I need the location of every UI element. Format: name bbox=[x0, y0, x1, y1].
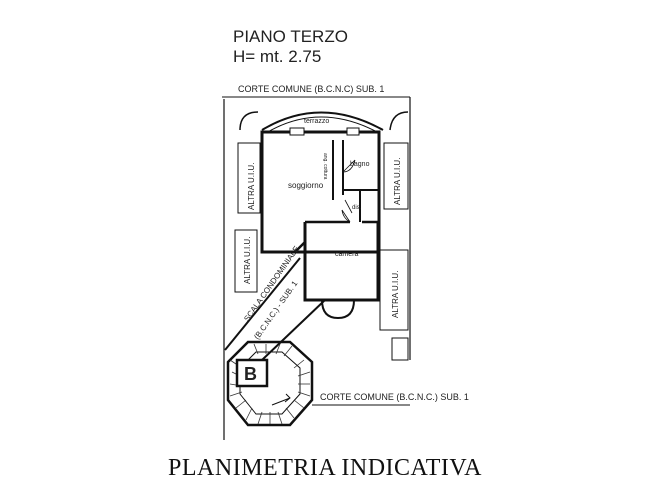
camera-label: camera bbox=[335, 251, 358, 258]
altra-uiu-left-bottom: ALTRA U.I.U. bbox=[243, 237, 252, 284]
door-swing-camera bbox=[341, 209, 351, 223]
stair-arrow bbox=[271, 393, 291, 406]
altra-uiu-right-bottom-zone bbox=[379, 249, 409, 331]
corte-bottom-label: CORTE COMUNE (B.C.N.C.) SUB. 1 bbox=[320, 392, 469, 402]
stair-corridor-wall-b bbox=[261, 299, 326, 361]
floor-title: PIANO TERZO bbox=[233, 27, 348, 46]
stair-octagon-outer bbox=[226, 340, 314, 427]
bagno-label: bagno bbox=[350, 161, 370, 168]
corner-arc-left bbox=[239, 111, 259, 131]
altra-uiu-right-bottom: ALTRA U.I.U. bbox=[391, 271, 400, 318]
altra-uiu-right-top-zone bbox=[383, 142, 409, 210]
door-swing-bagno bbox=[342, 159, 356, 173]
lower-right-block bbox=[391, 337, 409, 361]
height-label: H= mt. 2.75 bbox=[233, 47, 321, 66]
camera-outline bbox=[303, 222, 380, 302]
terrazzo-label: terrazzo bbox=[304, 118, 329, 125]
soggiorno-lower-wall bbox=[262, 241, 306, 254]
altra-uiu-left-top-zone bbox=[237, 142, 261, 214]
altra-uiu-left-top: ALTRA U.I.U. bbox=[247, 163, 256, 210]
angolo-cottura-label: ang. cottura bbox=[322, 153, 328, 180]
corte-top-label: CORTE COMUNE (B.C.N.C) SUB. 1 bbox=[238, 84, 384, 94]
altra-uiu-right-top: ALTRA U.I.U. bbox=[393, 158, 402, 205]
stair-corridor-wall-a bbox=[224, 257, 301, 351]
camera-bay-window bbox=[321, 299, 355, 320]
window-1 bbox=[289, 127, 305, 136]
altra-uiu-left-bottom-zone bbox=[234, 229, 258, 293]
soggiorno-label: soggiorno bbox=[288, 181, 324, 190]
dis-label: dis. bbox=[352, 205, 362, 211]
stair-letter-box bbox=[235, 358, 269, 388]
door-swing-dis bbox=[344, 199, 353, 214]
terrace-arc-inner bbox=[265, 116, 380, 134]
window-2 bbox=[346, 127, 360, 136]
corner-arc-right bbox=[389, 111, 409, 131]
plan-caption: PLANIMETRIA INDICATIVA bbox=[168, 455, 482, 481]
apartment-outline bbox=[260, 130, 381, 254]
terrace-arc bbox=[261, 111, 384, 131]
stair-letter: B bbox=[244, 364, 257, 384]
